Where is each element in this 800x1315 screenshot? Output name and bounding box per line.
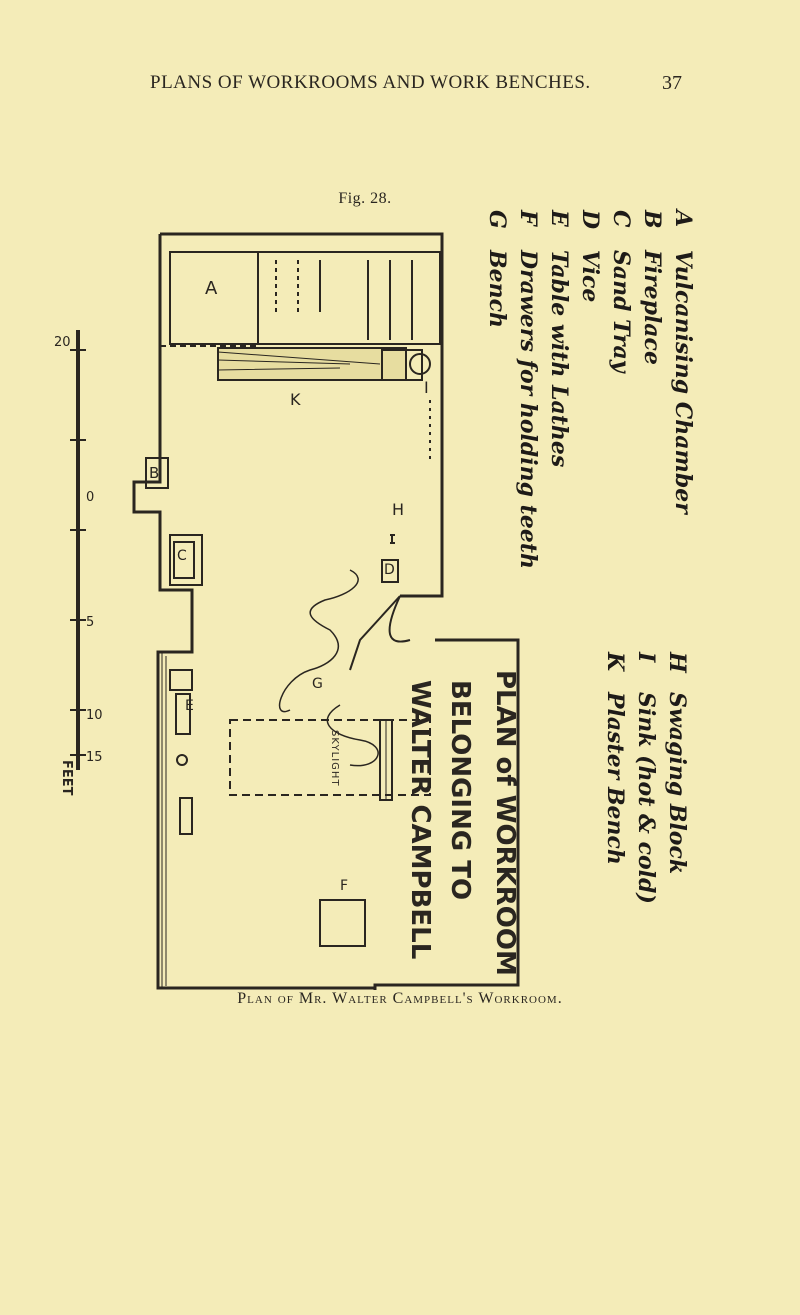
scale-tick-5: 5 xyxy=(86,615,95,630)
legend-left: AVulcanising Chamber BFireplace CSand Tr… xyxy=(481,210,698,569)
plan-label-h: H xyxy=(392,500,405,519)
scale-tick-15: 15 xyxy=(86,750,103,765)
handwritten-title-line-3: WALTER CAMPBELL xyxy=(405,680,435,960)
plan-label-c: C xyxy=(177,548,187,564)
legend-item: DVice xyxy=(577,210,603,303)
scale-tick-10: 10 xyxy=(86,708,103,723)
legend-right: HSwaging Block ISink (hot & cold) KPlast… xyxy=(599,652,692,904)
plan-label-e: E xyxy=(185,698,194,714)
page-number: 37 xyxy=(662,72,682,94)
legend-item: HSwaging Block xyxy=(664,652,690,875)
legend-item: CSand Tray xyxy=(608,210,634,373)
handwritten-title-line-2: BELONGING TO xyxy=(445,680,475,901)
legend-item: ISink (hot & cold) xyxy=(633,652,659,904)
scale-tick-20: 20 xyxy=(54,335,71,350)
workroom-plan: 20 0 5 10 15 FEET A B C D E F G H I K SK… xyxy=(50,200,750,990)
plan-label-i: I xyxy=(424,378,429,397)
floor-plan-drawing xyxy=(70,232,520,990)
plan-label-g: G xyxy=(312,676,323,692)
plan-label-a: A xyxy=(205,278,218,299)
plan-label-f: F xyxy=(340,878,349,894)
figure-label: Fig. 28. xyxy=(338,190,392,207)
legend-item: GBench xyxy=(484,210,510,328)
figure-caption: Plan of Mr. Walter Campbell's Workroom. xyxy=(237,990,563,1007)
page-header: PLANS OF WORKROOMS AND WORK BENCHES. 37 xyxy=(0,72,800,102)
plan-label-k: K xyxy=(290,390,301,409)
legend-item: AVulcanising Chamber xyxy=(670,210,696,514)
handwritten-title-line-1: PLAN of WORKROOM xyxy=(490,670,520,976)
legend-item: KPlaster Bench xyxy=(602,652,628,865)
plan-label-skylight: SKYLIGHT xyxy=(329,730,340,787)
plan-label-b: B xyxy=(149,464,160,482)
legend-item: BFireplace xyxy=(639,210,665,365)
running-head: PLANS OF WORKROOMS AND WORK BENCHES. xyxy=(150,72,591,93)
legend-item: FDrawers for holding teeth xyxy=(515,210,541,569)
plan-label-d: D xyxy=(384,562,395,578)
legend-item: ETable with Lathes xyxy=(546,210,572,468)
scale-tick-0: 0 xyxy=(86,490,95,505)
scale-unit: FEET xyxy=(59,760,74,796)
